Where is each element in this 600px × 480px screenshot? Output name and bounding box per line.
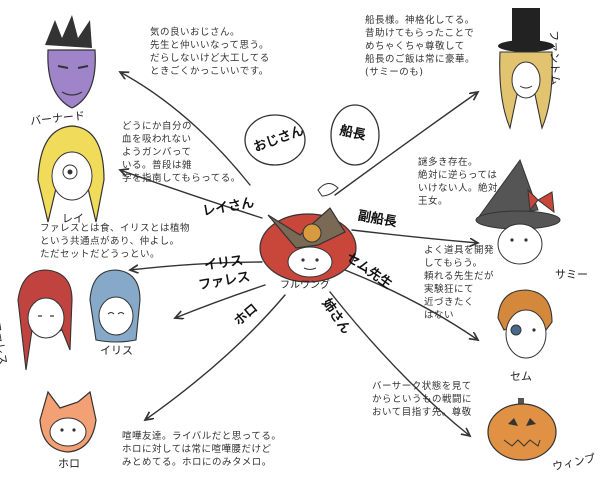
name-iris: イリス	[100, 344, 133, 357]
reit-portrait	[37, 125, 105, 223]
note-sem: よく道具を開発 してもらう。 頼れる先生だが 実験狂にて 近づきたく はない	[424, 245, 495, 321]
iris-portrait	[89, 269, 141, 343]
name-sammy: サミー	[555, 268, 588, 281]
wimp-portrait	[487, 398, 557, 461]
note-wimp: バーサーク状態を見て からというもの戦闘に おいて目指す先。尊敬	[372, 381, 473, 418]
note-sammy: 謎多き存在。 絶対に逆らっては いけない人。絶対 王女。	[418, 157, 499, 207]
note-bernard: 気の良いおじさん。 先生と仲いいなって思う。 だらしないけど大工してる ときごく…	[150, 27, 270, 77]
name-sem: セム	[510, 370, 532, 383]
arrow-sammy	[351, 229, 478, 243]
note-phares-iris: ファレスとは食、イリスとは植物 という共通点があり、仲よし。 ただセットだどうっ…	[40, 223, 191, 260]
name-holo: ホロ	[58, 457, 80, 470]
arrow-phares-iris	[130, 261, 263, 270]
phares-portrait	[17, 269, 73, 371]
arrow-sub	[175, 284, 266, 318]
center-label: フルワング	[280, 280, 330, 291]
sammy-portrait	[475, 158, 561, 265]
arrow-holo	[145, 294, 286, 420]
name-fontom: ファントム	[547, 30, 562, 86]
name-reit: レイ	[62, 212, 84, 225]
fontom-portrait	[498, 8, 554, 130]
center-character	[259, 183, 357, 283]
note-captain: 船長様。神格化してる。 昔助けてもらったことで めちゃくちゃ尊敬して 船長のご飯…	[365, 15, 476, 78]
note-holo: 喧嘩友達。ライバルだと思ってる。 ホロに対しては常に喧嘩腰だけど みとめてる。ホ…	[122, 431, 282, 468]
arrow-captain	[334, 92, 478, 196]
arrow-wimp	[329, 291, 470, 436]
holo-portrait	[39, 390, 97, 453]
arrow-sem	[344, 269, 478, 340]
note-reit: どうにか自分の 血を吸われない ようガンバって いる。普段は雑 学を指南してもら…	[122, 121, 241, 184]
bubble-captain	[330, 104, 380, 166]
sem-portrait	[497, 289, 553, 359]
arrow-reit	[120, 170, 263, 219]
bubble-ojisan	[244, 114, 306, 166]
bernard-portrait	[45, 15, 96, 109]
arrow-bernard	[120, 72, 251, 186]
